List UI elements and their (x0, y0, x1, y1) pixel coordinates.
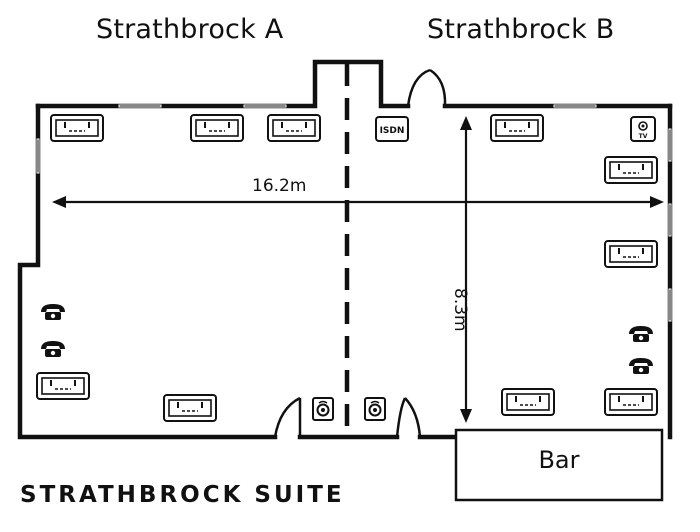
power-socket-icon (267, 114, 321, 142)
depth-dimension-label: 8.3m (450, 288, 470, 332)
room-b-title: Strathbrock B (427, 14, 615, 45)
door-top (406, 68, 447, 107)
speaker-outlet-icon (364, 397, 386, 421)
isdn-icon: ISDN (375, 116, 409, 142)
room-a-title: Strathbrock A (96, 14, 284, 45)
walls (17, 59, 673, 440)
power-socket-icon (604, 388, 658, 416)
suite-title: STRATHBROCK SUITE (20, 482, 345, 508)
door-bottom-left (273, 396, 302, 438)
svg-text:TV: TV (639, 133, 648, 140)
power-socket-icon (163, 394, 217, 422)
door-bottom-right (395, 397, 422, 438)
telephone-icon (629, 326, 653, 342)
bar-counter (454, 428, 664, 502)
tv-icon: TV (630, 116, 656, 142)
power-socket-icon (36, 372, 90, 400)
power-socket-icon (190, 114, 244, 142)
power-socket-icon (50, 114, 104, 142)
svg-text:ISDN: ISDN (380, 126, 405, 136)
telephone-icon (41, 304, 65, 320)
width-dimension-label: 16.2m (252, 176, 307, 196)
speaker-outlet-icon (312, 397, 334, 421)
width-dimension-arrow (52, 196, 664, 208)
bar-label: Bar (538, 446, 580, 474)
telephone-icon (41, 341, 65, 357)
depth-dimension-arrow (460, 116, 472, 423)
power-socket-icon (490, 114, 544, 142)
power-socket-icon (604, 240, 658, 268)
power-socket-icon (501, 388, 555, 416)
telephone-icon (629, 358, 653, 374)
power-socket-icon (604, 156, 658, 184)
